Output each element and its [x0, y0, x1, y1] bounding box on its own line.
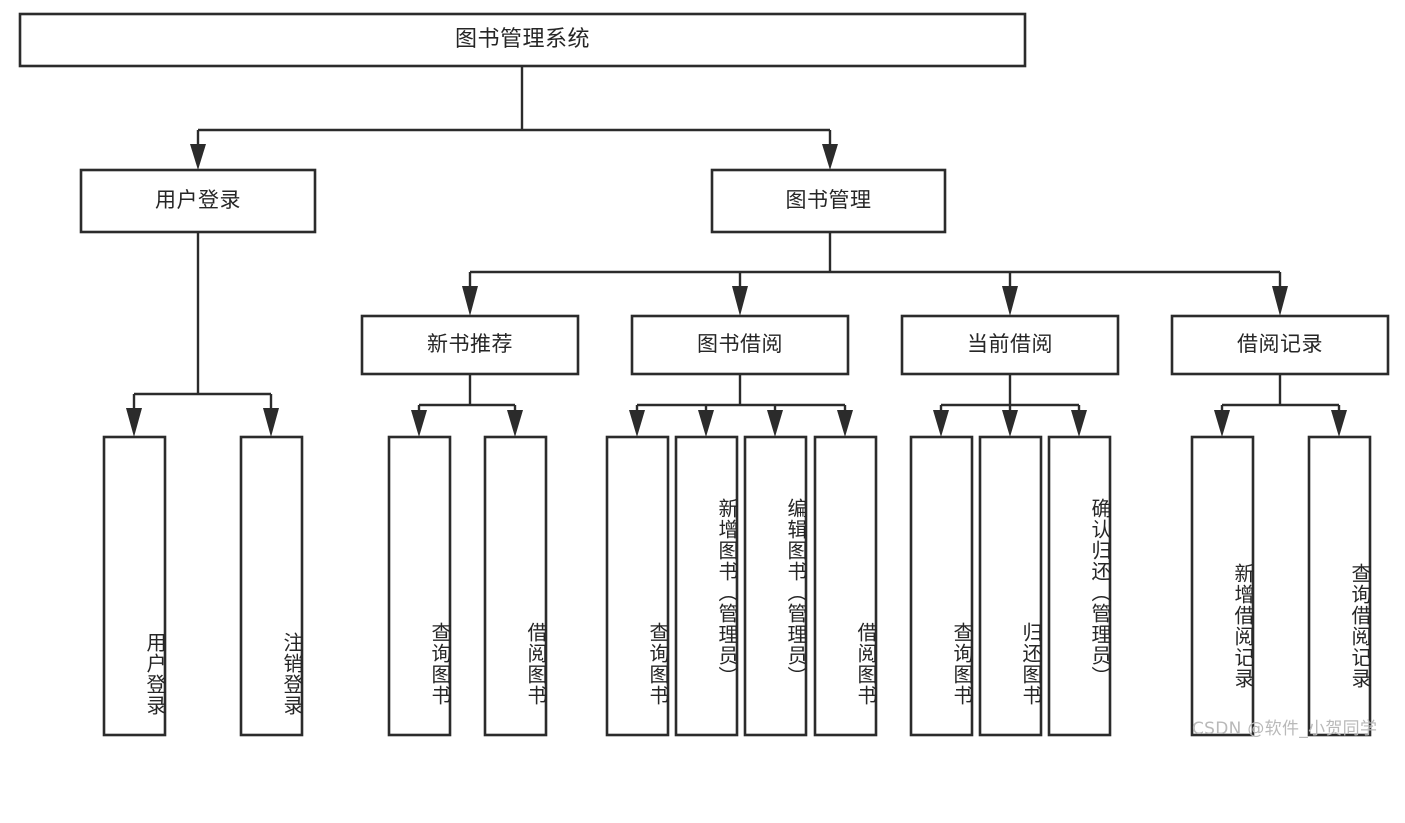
arrow-to-leaf-add-book [698, 410, 714, 437]
node-box-leaf-query-record[interactable] [1307, 435, 1372, 737]
arrow-to-book-manage [822, 144, 838, 170]
arrow-to-leaf-query-book-2 [629, 410, 645, 437]
node-box-leaf-query-book-2[interactable] [605, 435, 670, 737]
node-box-leaf-add-book[interactable] [674, 435, 739, 737]
node-box-book-borrow[interactable] [630, 314, 850, 376]
node-box-book-manage[interactable] [710, 168, 947, 234]
arrow-to-leaf-query-book-3 [933, 410, 949, 437]
arrow-to-leaf-borrow-book-1 [507, 410, 523, 437]
node-box-leaf-borrow-book-1[interactable] [483, 435, 548, 737]
edge-userlogin-to-leaves [132, 232, 273, 410]
node-box-current-borrow[interactable] [900, 314, 1120, 376]
connector-layer [126, 66, 1347, 437]
arrow-to-leaf-borrow-book-2 [837, 410, 853, 437]
edge-newbookrec-to-leaves [417, 374, 517, 412]
arrow-to-user-login [190, 144, 206, 170]
arrow-to-leaf-confirm-return [1071, 410, 1087, 437]
node-box-leaf-edit-book[interactable] [743, 435, 808, 737]
node-box-leaf-query-book-1[interactable] [387, 435, 452, 737]
arrow-to-new-book-rec [462, 286, 478, 316]
edge-bookborrow-to-leaves [635, 374, 847, 412]
node-box-root[interactable] [18, 12, 1027, 68]
node-box-new-book-rec[interactable] [360, 314, 580, 376]
node-box-leaf-query-book-3[interactable] [909, 435, 974, 737]
node-box-leaf-return-book[interactable] [978, 435, 1043, 737]
arrow-to-borrow-record [1272, 286, 1288, 316]
edge-currentborrow-to-leaves [939, 374, 1081, 412]
org-chart-diagram: 图书管理系统 用户登录 图书管理 新书推荐 图书借阅 当前借阅 借阅记录 用户登… [18, 12, 1390, 739]
node-box-leaf-borrow-book-2[interactable] [813, 435, 878, 737]
node-box-leaf-confirm-return[interactable] [1047, 435, 1112, 737]
node-box-leaf-user-login[interactable] [102, 435, 167, 737]
edge-borrowrecord-to-leaves [1220, 374, 1341, 412]
arrow-to-book-borrow [732, 286, 748, 316]
node-box-user-login[interactable] [79, 168, 317, 234]
arrow-to-leaf-user-login [126, 408, 142, 437]
arrow-to-leaf-user-logout [263, 408, 279, 437]
edge-bookmanage-to-level3 [468, 232, 1282, 288]
edge-root-to-level2 [196, 66, 832, 146]
node-rect-layer [18, 12, 1390, 737]
node-box-borrow-record[interactable] [1170, 314, 1390, 376]
node-box-leaf-add-record[interactable] [1190, 435, 1255, 737]
arrow-to-leaf-add-record [1214, 410, 1230, 437]
arrow-to-leaf-query-record [1331, 410, 1347, 437]
arrow-to-leaf-return-book [1002, 410, 1018, 437]
arrow-to-leaf-query-book-1 [411, 410, 427, 437]
node-box-leaf-user-logout[interactable] [239, 435, 304, 737]
arrow-to-current-borrow [1002, 286, 1018, 316]
arrow-to-leaf-edit-book [767, 410, 783, 437]
diagram-canvas [18, 12, 1390, 737]
